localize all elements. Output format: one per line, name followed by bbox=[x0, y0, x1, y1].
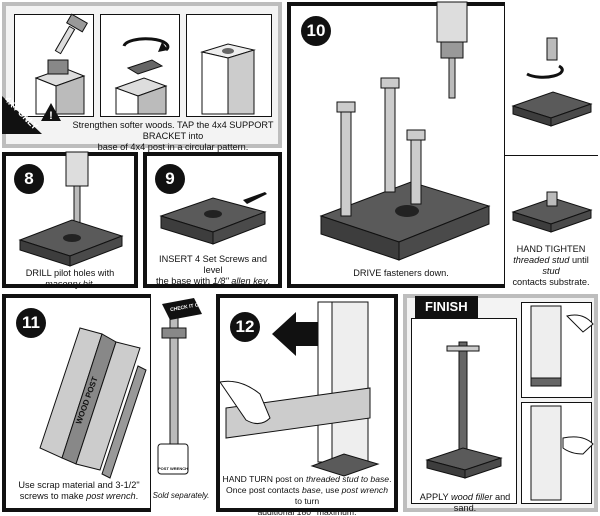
step-12-caption-line-1: HAND TURN post on bbox=[222, 474, 306, 484]
step-8-caption-end: . bbox=[92, 279, 96, 289]
step-11-caption-line-2: screws to make bbox=[19, 491, 87, 501]
step-10-side-caption-1: HAND TIGHTEN bbox=[516, 244, 586, 254]
step-11-sold: Sold separately. bbox=[152, 491, 210, 500]
step-10-side-caption-em-2: stud bbox=[542, 266, 560, 276]
step-8-caption: DRILL pilot holes with masonry bit. bbox=[10, 268, 130, 290]
step-9-caption-line-2: the base with bbox=[155, 276, 213, 286]
step-8-caption-em: masonry bit bbox=[44, 279, 93, 289]
step-12-caption: HAND TURN post on threaded stud to base.… bbox=[222, 474, 392, 516]
step-8-caption-text: DRILL pilot holes with bbox=[25, 268, 115, 278]
step-12-caption-line-2: Once post contacts bbox=[226, 485, 302, 495]
step-12-caption-end-1: . bbox=[389, 474, 392, 484]
step-7-illustration bbox=[34, 13, 256, 115]
finish-panel: FINISH APPLY wood filler and sand. bbox=[403, 294, 598, 514]
step-12-caption-em-3: post wrench bbox=[341, 485, 388, 495]
step-10-caption: DRIVE fasteners down. bbox=[353, 268, 449, 278]
warning-icon: ! bbox=[41, 103, 61, 122]
finish-caption-text: APPLY bbox=[419, 492, 452, 502]
finish-caption-end: and sand. bbox=[453, 492, 511, 513]
step-9-caption-line-1: INSERT 4 Set Screws and level bbox=[159, 254, 267, 275]
step-7-caption-line-1: Strengthen softer woods. TAP the 4x4 SUP… bbox=[72, 120, 274, 141]
finish-tab: FINISH bbox=[415, 296, 478, 318]
step-10-side-caption-em-1: threaded stud bbox=[513, 255, 570, 265]
step-12-panel: 12 HAND TURN post on threaded stud to ba… bbox=[216, 294, 398, 516]
step-7-corner-flag: 4X4 ONLY bbox=[2, 86, 72, 134]
step-11-illustration bbox=[39, 298, 202, 479]
step-9-panel: 9 INSERT 4 Set Screws and level the base… bbox=[143, 152, 282, 288]
step-12-caption-em-1: threaded stud to base bbox=[305, 474, 390, 484]
step-11-badge: 11 bbox=[16, 308, 46, 338]
step-7-panel: 7 4X4 ONLY ! Strengthen softer woods. TA… bbox=[2, 2, 282, 152]
step-10-badge: 10 bbox=[301, 16, 331, 46]
step-8-illustration bbox=[18, 151, 124, 267]
step-11-caption-end: . bbox=[135, 491, 139, 501]
step-11-panel: 11 WOOD POST CHECK IT OUT! POST WRENCH S… bbox=[2, 294, 212, 512]
step-11-caption-em: post wrench bbox=[86, 491, 136, 501]
step-10-side-caption-3: contacts substrate. bbox=[512, 277, 590, 287]
step-8-panel: 8 DRILL pilot holes with masonry bit. bbox=[2, 151, 138, 290]
finish-caption-em: wood filler bbox=[451, 492, 493, 502]
step-10-panel: 10 DRIVE fasteners down. HAND TIGHTEN t bbox=[287, 1, 598, 288]
step-9-badge: 9 bbox=[155, 164, 185, 194]
step-8-badge: 8 bbox=[14, 164, 44, 194]
step-10-side-caption: HAND TIGHTEN threaded stud until stud co… bbox=[507, 244, 595, 288]
step-11-caption: Use scrap material and 3-1/2" screws to … bbox=[10, 480, 148, 502]
finish-illustration bbox=[425, 305, 594, 501]
step-10-side-top bbox=[504, 2, 598, 156]
step-12-caption-end-2: to turn bbox=[294, 496, 320, 506]
step-7-caption: Strengthen softer woods. TAP the 4x4 SUP… bbox=[68, 120, 278, 153]
step-12-caption-em-2: base bbox=[301, 485, 321, 495]
step-10-side-caption-2: until bbox=[569, 255, 589, 265]
step-12-caption-mid-2: , use bbox=[320, 485, 342, 495]
step-9-caption-em: 1/8" allen key bbox=[212, 276, 268, 286]
step-9-caption: INSERT 4 Set Screws and level the base w… bbox=[151, 254, 275, 287]
step-10-illustration bbox=[319, 1, 593, 261]
step-11-box-label: POST WRENCH bbox=[158, 466, 188, 471]
step-9-illustration bbox=[159, 192, 267, 245]
step-12-badge: 12 bbox=[230, 312, 260, 342]
step-11-caption-line-1: Use scrap material and 3-1/2" bbox=[18, 480, 140, 490]
finish-caption: APPLY wood filler and sand. bbox=[413, 492, 517, 514]
svg-text:!: ! bbox=[49, 110, 53, 122]
step-9-caption-end: . bbox=[267, 276, 271, 286]
step-12-caption-line-3: additional 180° maximum. bbox=[257, 507, 357, 516]
step-12-illustration bbox=[219, 301, 380, 477]
step-7-caption-line-2: base of 4x4 post in a circular pattern. bbox=[97, 142, 249, 152]
